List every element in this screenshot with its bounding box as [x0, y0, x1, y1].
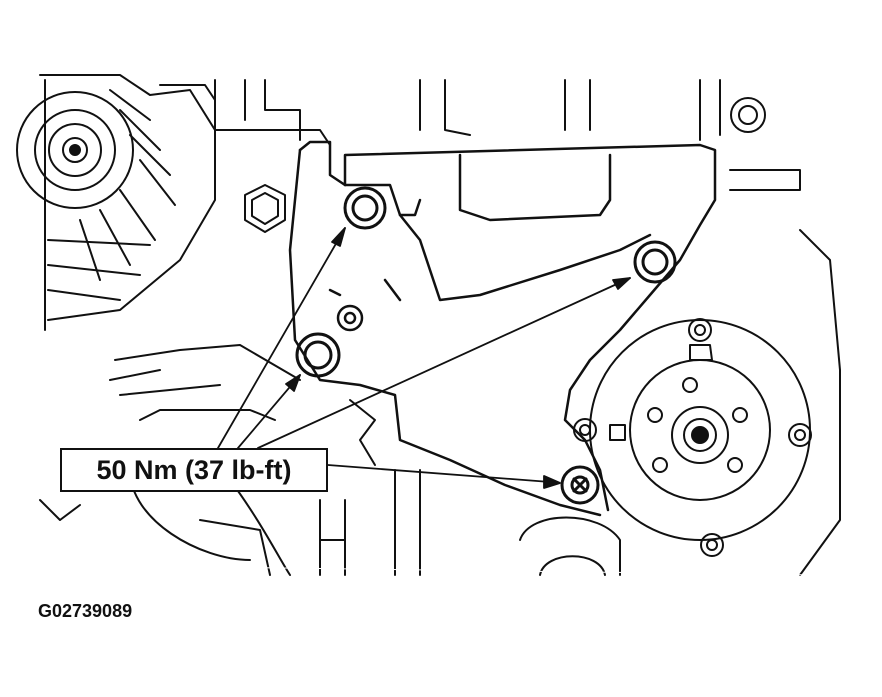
torque-callout-label: 50 Nm (37 lb-ft)	[60, 448, 328, 492]
bracket-bolt-top	[343, 186, 387, 230]
callout-arrows	[217, 227, 631, 489]
engine-block-top	[214, 79, 801, 191]
bracket-bolt-left	[295, 332, 341, 378]
right-hub	[573, 229, 841, 576]
figure-id-label: G02739089	[38, 601, 133, 621]
bracket-bolt-right	[633, 240, 677, 284]
mount-bracket	[288, 140, 717, 517]
left-pulley-assembly	[16, 74, 216, 331]
hex-bolt	[244, 184, 286, 233]
bracket-bolt-bottom	[560, 465, 600, 505]
lower-components	[39, 344, 821, 576]
